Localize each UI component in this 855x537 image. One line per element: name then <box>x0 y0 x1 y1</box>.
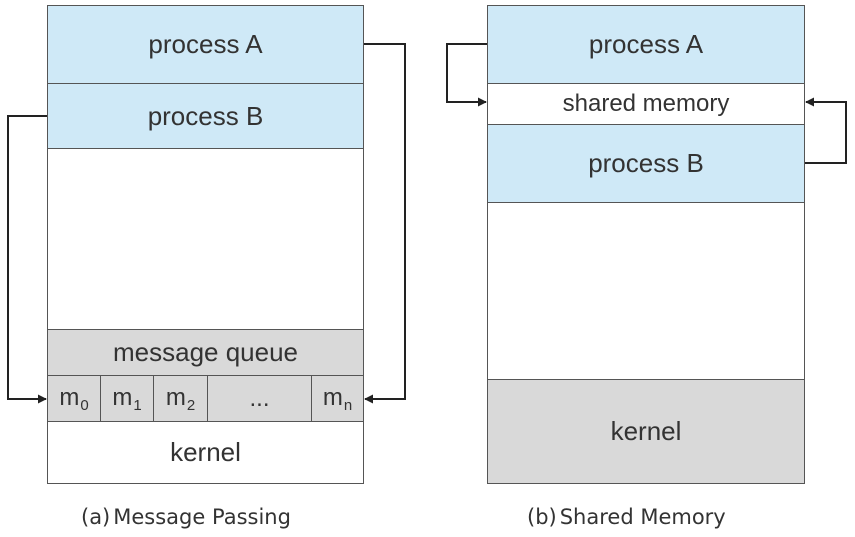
sm-kernel-label: kernel <box>610 416 682 446</box>
sm-kernel: kernel <box>487 379 805 484</box>
mp-kernel: kernel <box>47 421 364 484</box>
queue-cell-label: m0 <box>59 383 89 414</box>
sm-caption: (b)Shared Memory <box>527 505 726 529</box>
mp-process-a: process A <box>47 5 364 84</box>
mp-queue-cell-1: m1 <box>100 375 154 422</box>
arrow-process-a-to-mn <box>364 43 406 404</box>
sm-process-b-label: process B <box>588 148 704 178</box>
mp-kernel-label: kernel <box>170 437 241 467</box>
queue-cell-label: mn <box>322 383 353 414</box>
mp-process-a-label: process A <box>148 29 263 59</box>
sm-caption-letter: (b) <box>527 505 557 529</box>
mp-process-b-label: process B <box>147 100 264 131</box>
sm-caption-text: Shared Memory <box>559 505 726 529</box>
arrow-process-b-to-m0 <box>7 115 47 404</box>
mp-process-b: process B <box>47 83 364 149</box>
mp-caption: (a)Message Passing <box>81 505 291 529</box>
sm-process-b: process B <box>487 124 805 203</box>
queue-cell-label: ... <box>249 384 270 412</box>
arrow-process-b-to-shared-memory <box>805 97 847 164</box>
queue-cell-label: m2 <box>165 383 196 414</box>
mp-caption-letter: (a) <box>81 505 111 529</box>
arrow-process-a-to-shared-memory <box>446 43 487 107</box>
mp-queue-cell-2: m2 <box>153 375 208 422</box>
sm-shared-memory: shared memory <box>487 83 805 125</box>
mp-queue-cell-n: mn <box>311 375 364 422</box>
mp-queue-cell-ellipsis: ... <box>207 375 312 422</box>
sm-process-a-label: process A <box>588 29 704 59</box>
mp-message-queue-label: message queue <box>112 337 299 367</box>
mp-caption-text: Message Passing <box>113 505 291 529</box>
sm-shared-memory-label: shared memory <box>562 90 730 117</box>
queue-cell-label: m1 <box>112 383 142 414</box>
